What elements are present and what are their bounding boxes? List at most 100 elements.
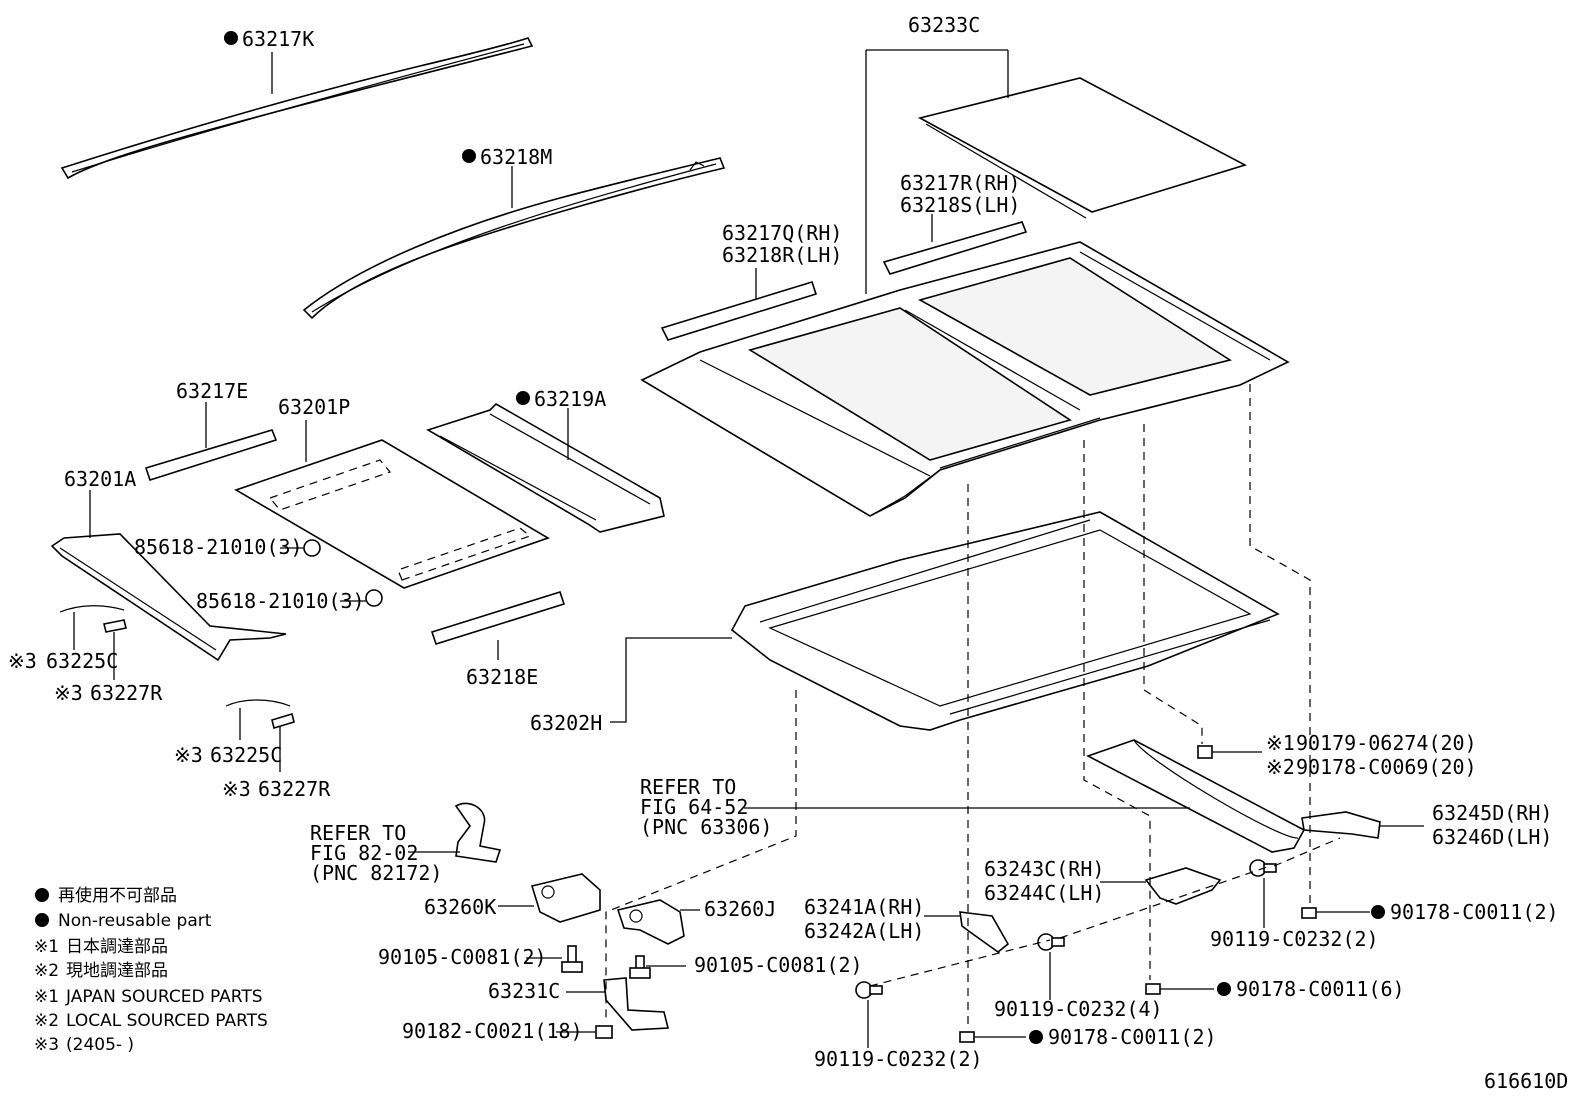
legend-date-range: (2405- ) bbox=[66, 1035, 134, 1055]
label-63218r: 63218R(LH) bbox=[722, 243, 842, 267]
legend-ref1-mark: ※1 bbox=[34, 987, 59, 1007]
nut-90179 bbox=[1197, 745, 1213, 759]
ref3-mark: ※3 bbox=[174, 743, 203, 767]
label-85618-b: 85618-21010(3) bbox=[196, 589, 365, 613]
label-90105-a: 90105-C0081(2) bbox=[378, 945, 547, 969]
label-63218s: 63218S(LH) bbox=[900, 193, 1020, 217]
ref2-mark: ※2 bbox=[1266, 755, 1295, 779]
clips-lower bbox=[225, 699, 295, 730]
label-63201a: 63201A bbox=[64, 467, 136, 491]
deflector-63306 bbox=[1085, 739, 1306, 853]
legend-japan-jp: 日本調達部品 bbox=[66, 937, 168, 957]
label-63242a: 63242A(LH) bbox=[804, 919, 924, 943]
ref3-mark: ※3 bbox=[222, 777, 251, 801]
label-63202h: 63202H bbox=[530, 711, 602, 735]
nonreusable-dot bbox=[1371, 905, 1385, 919]
label-63201p: 63201P bbox=[278, 395, 350, 419]
label-90119-b: 90119-C0232(4) bbox=[994, 997, 1163, 1021]
bracket-63231c bbox=[603, 977, 670, 1031]
nonreusable-dot bbox=[224, 31, 238, 45]
label-85618-a: 85618-21010(3) bbox=[134, 535, 303, 559]
label-63260j: 63260J bbox=[704, 897, 776, 921]
sunroof-frame-63202h bbox=[730, 511, 1280, 731]
bracket-63241a bbox=[959, 911, 1010, 954]
label-90178-c: 90178-C0011(2) bbox=[1048, 1025, 1217, 1049]
label-63218m: 63218M bbox=[480, 145, 552, 169]
bolt-90119-a bbox=[855, 981, 883, 999]
label-63260k: 63260K bbox=[424, 895, 496, 919]
label-63231c: 63231C bbox=[488, 979, 560, 1003]
refer-line1: REFER TO bbox=[310, 821, 406, 845]
legend-local-en: LOCAL SOURCED PARTS bbox=[66, 1011, 268, 1031]
nonreusable-dot bbox=[462, 149, 476, 163]
label-90105-b: 90105-C0081(2) bbox=[694, 953, 863, 977]
screw-85618-b bbox=[365, 589, 383, 607]
assembly-lines bbox=[605, 384, 1341, 1030]
refer-line3: (PNC 63306) bbox=[640, 815, 772, 839]
label-90178-b: 90178-C0011(6) bbox=[1236, 977, 1405, 1001]
label-63217q: 63217Q(RH) bbox=[722, 221, 842, 245]
nut-90178-b bbox=[1145, 983, 1161, 995]
label-90179: 90179-06274(20) bbox=[1296, 731, 1477, 755]
legend-japan-en: JAPAN SOURCED PARTS bbox=[65, 987, 263, 1007]
legend-ref3-mark: ※3 bbox=[34, 1035, 59, 1055]
refer-line1: REFER TO bbox=[640, 775, 736, 799]
label-63233c: 63233C bbox=[908, 13, 980, 37]
refer-line3: (PNC 82172) bbox=[310, 861, 442, 885]
nonreusable-dot bbox=[35, 888, 49, 902]
front-molding-63201a bbox=[50, 533, 287, 662]
legend-ref2-mark: ※2 bbox=[34, 1011, 59, 1031]
screw-85618-a bbox=[300, 539, 321, 557]
legend: 再使用不可部品 Non-reusable part ※1 日本調達部品 ※2 現… bbox=[34, 885, 268, 1055]
nonreusable-dot bbox=[1029, 1030, 1043, 1044]
motor-63260j bbox=[616, 899, 685, 945]
label-63227r-1: 63227R bbox=[90, 681, 163, 705]
label-63227r-2: 63227R bbox=[258, 777, 331, 801]
roof-molding-63217k bbox=[60, 37, 534, 180]
weatherstrip-63217r bbox=[882, 221, 1028, 275]
legend-ref2-mark: ※2 bbox=[34, 961, 59, 981]
clips-upper bbox=[59, 605, 127, 633]
nonreusable-dot bbox=[516, 391, 530, 405]
nonreusable-dot bbox=[35, 913, 49, 927]
strip-63217e bbox=[144, 429, 278, 482]
nonreusable-dot bbox=[1217, 982, 1231, 996]
label-63241a: 63241A(RH) bbox=[804, 895, 924, 919]
label-63245d: 63245D(RH) bbox=[1432, 801, 1552, 825]
label-90119-c: 90119-C0232(2) bbox=[1210, 927, 1379, 951]
bolt-90105-b bbox=[629, 955, 651, 979]
arm-63245d bbox=[1301, 811, 1381, 839]
label-63244c: 63244C(LH) bbox=[984, 881, 1104, 905]
label-63217k: 63217K bbox=[242, 27, 314, 51]
bolt-90105-a bbox=[561, 945, 583, 973]
cross-member-63219a bbox=[426, 403, 665, 533]
ref3-mark: ※3 bbox=[54, 681, 83, 705]
bolt-90119-b bbox=[1037, 933, 1065, 951]
legend-nonreusable-jp: 再使用不可部品 bbox=[58, 885, 177, 906]
label-90178-a: 90178-C0011(2) bbox=[1390, 900, 1559, 924]
bracket-82172 bbox=[454, 802, 502, 863]
part-labels: 63217K 63218M 63233C 63217R(RH) 63218S(L… bbox=[8, 13, 1568, 1093]
legend-local-jp: 現地調達部品 bbox=[66, 961, 168, 981]
label-90182: 90182-C0021(18) bbox=[402, 1019, 583, 1043]
refer-line2: FIG 64-52 bbox=[640, 795, 748, 819]
label-63218e: 63218E bbox=[466, 665, 538, 689]
label-63246d: 63246D(LH) bbox=[1432, 825, 1552, 849]
motor-63260k bbox=[530, 873, 601, 923]
legend-ref1-mark: ※1 bbox=[34, 937, 59, 957]
label-63225c-2: 63225C bbox=[210, 743, 282, 767]
label-90178-c0069: 90178-C0069(20) bbox=[1296, 755, 1477, 779]
nut-90182 bbox=[595, 1025, 613, 1039]
refer-line2: FIG 82-02 bbox=[310, 841, 418, 865]
leader-lines bbox=[73, 49, 1424, 1048]
roof-molding-63218m bbox=[302, 157, 726, 320]
label-63219a: 63219A bbox=[534, 387, 606, 411]
shade-panel-63201p bbox=[234, 439, 550, 589]
ref3-mark: ※3 bbox=[8, 649, 37, 673]
diagram-id: 616610D bbox=[1484, 1069, 1568, 1093]
label-63217e: 63217E bbox=[176, 379, 248, 403]
bracket-63243c bbox=[1144, 867, 1222, 905]
nut-90178-a bbox=[1301, 907, 1317, 919]
